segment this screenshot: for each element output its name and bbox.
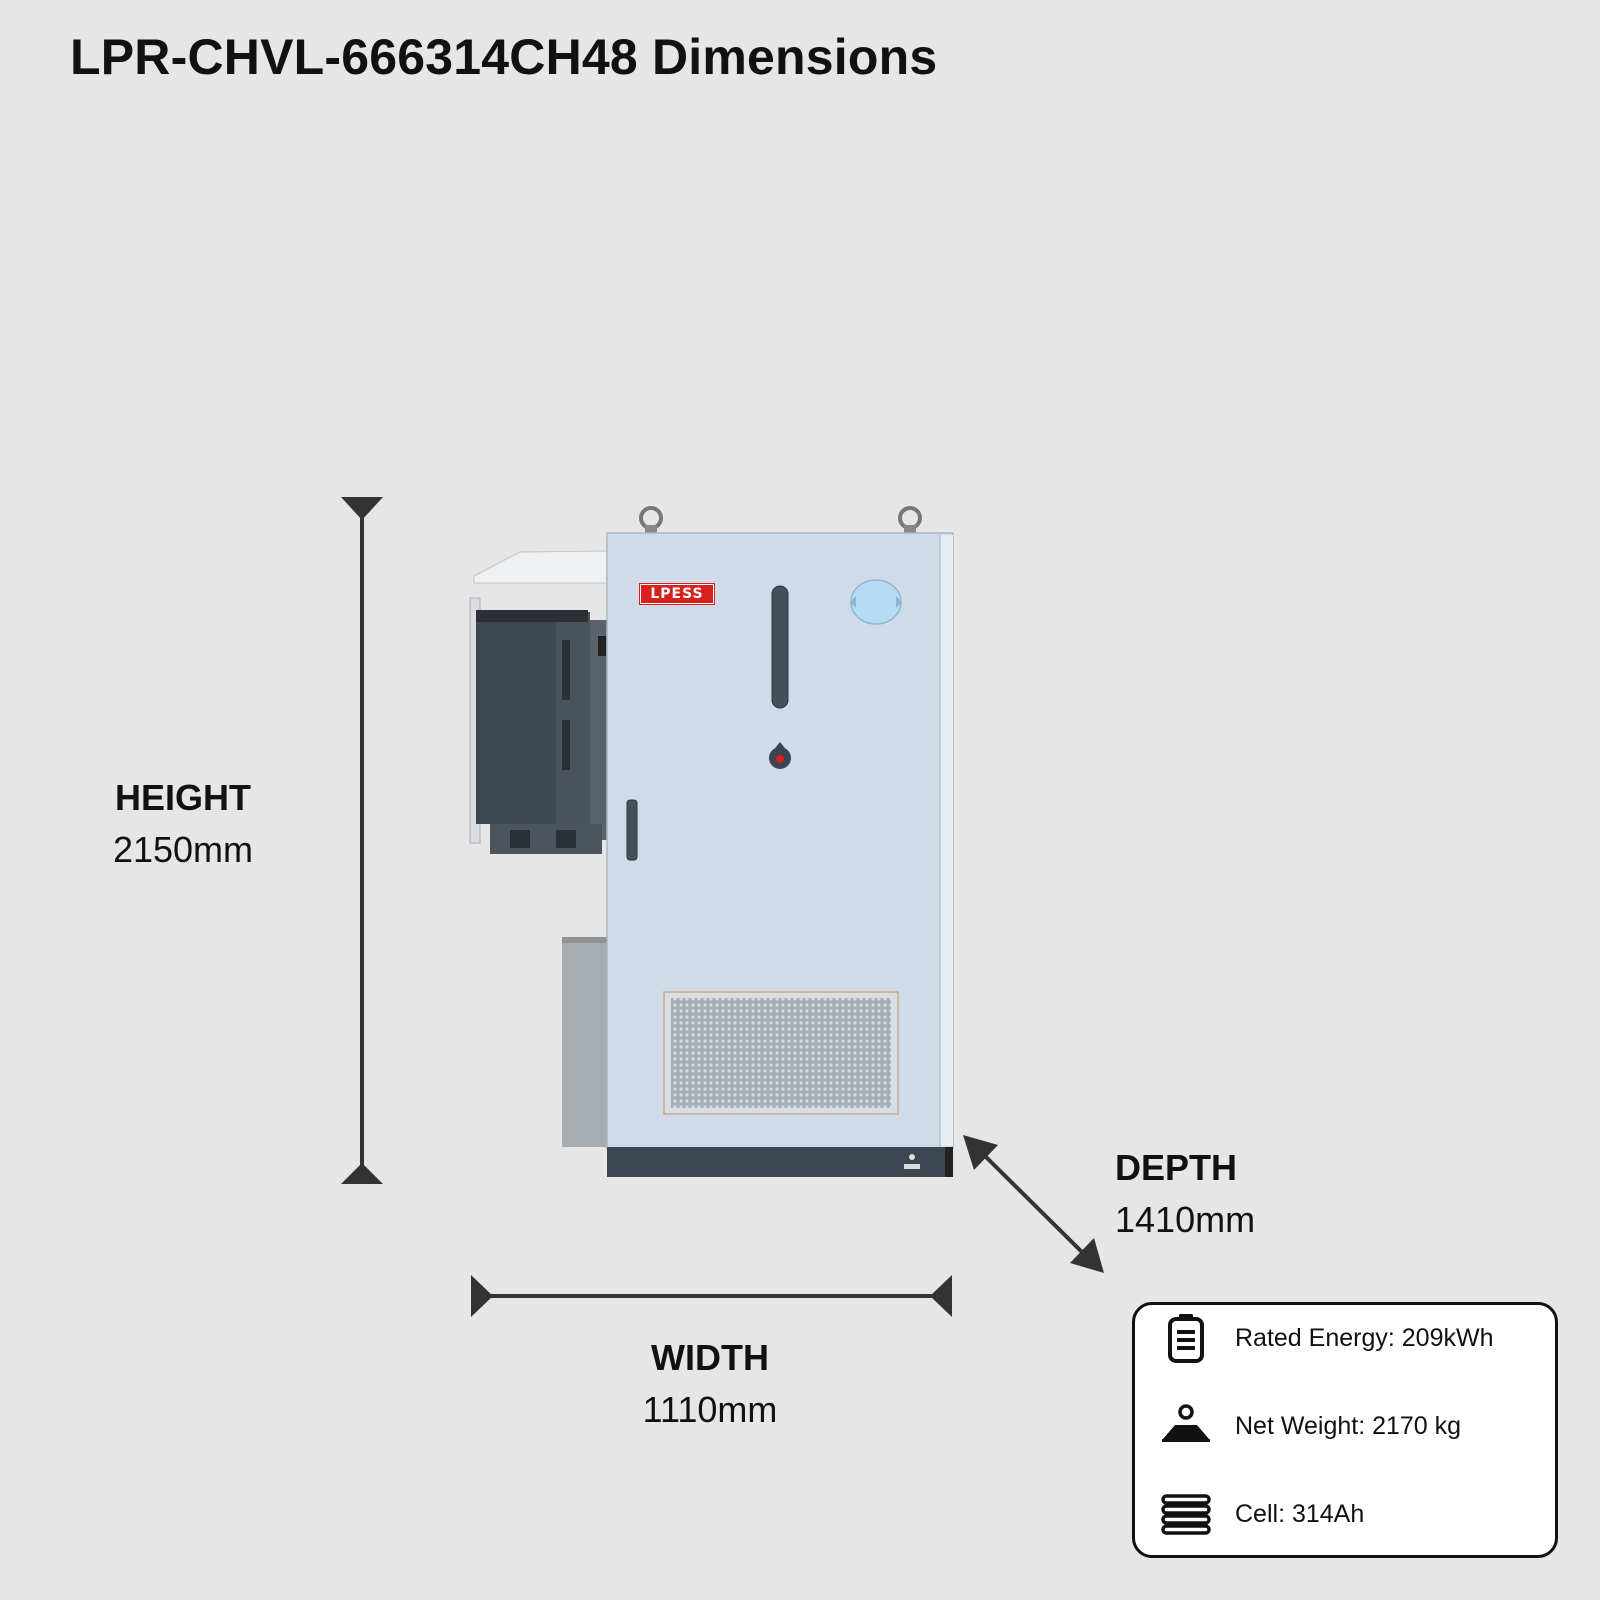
- depth-name: DEPTH: [1115, 1147, 1238, 1188]
- weight-icon: [1162, 1404, 1210, 1442]
- round-vent-cap: [850, 579, 902, 625]
- width-label: WIDTH 1110mm: [610, 1336, 810, 1432]
- cabinet-base: [607, 1147, 953, 1177]
- height-value: 2150mm: [112, 829, 254, 870]
- spec-text: Net Weight: 2170 kg: [1235, 1411, 1462, 1440]
- page-title: LPR-CHVL-666314CH48 Dimensions: [70, 29, 938, 85]
- brand-logo-text: LPESS: [650, 586, 704, 602]
- lifting-eye-right: [898, 506, 922, 533]
- depth-arrow: [963, 1135, 1104, 1273]
- side-mounted-unit: [476, 610, 608, 854]
- cabinet-illustration: [469, 506, 954, 1177]
- door-lock: [769, 742, 791, 769]
- spec-text: Cell: 314Ah: [1235, 1499, 1365, 1528]
- width-name: WIDTH: [651, 1337, 769, 1378]
- height-arrow: [341, 497, 383, 1184]
- ventilation-grille: [663, 991, 899, 1115]
- spec-row-rated-energy: Rated Energy: 209kWh: [1135, 1313, 1493, 1363]
- depth-value: 1410mm: [1115, 1199, 1256, 1240]
- height-label: HEIGHT 2150mm: [100, 776, 266, 872]
- width-value: 1110mm: [642, 1389, 778, 1430]
- spec-card: Rated Energy: 209kWh Net Weight: 2170 kg…: [1132, 1302, 1558, 1558]
- width-arrow: [471, 1275, 952, 1317]
- height-name: HEIGHT: [114, 777, 251, 818]
- lifting-eye-left: [639, 506, 663, 533]
- spec-row-net-weight: Net Weight: 2170 kg: [1135, 1401, 1461, 1451]
- spec-row-cell: Cell: 314Ah: [1135, 1489, 1364, 1539]
- depth-label: DEPTH 1410mm: [1115, 1146, 1255, 1242]
- battery-icon: [1168, 1314, 1204, 1363]
- cell-stack-icon: [1161, 1494, 1211, 1535]
- brand-logo: LPESS: [639, 583, 715, 605]
- spec-text: Rated Energy: 209kWh: [1235, 1323, 1494, 1352]
